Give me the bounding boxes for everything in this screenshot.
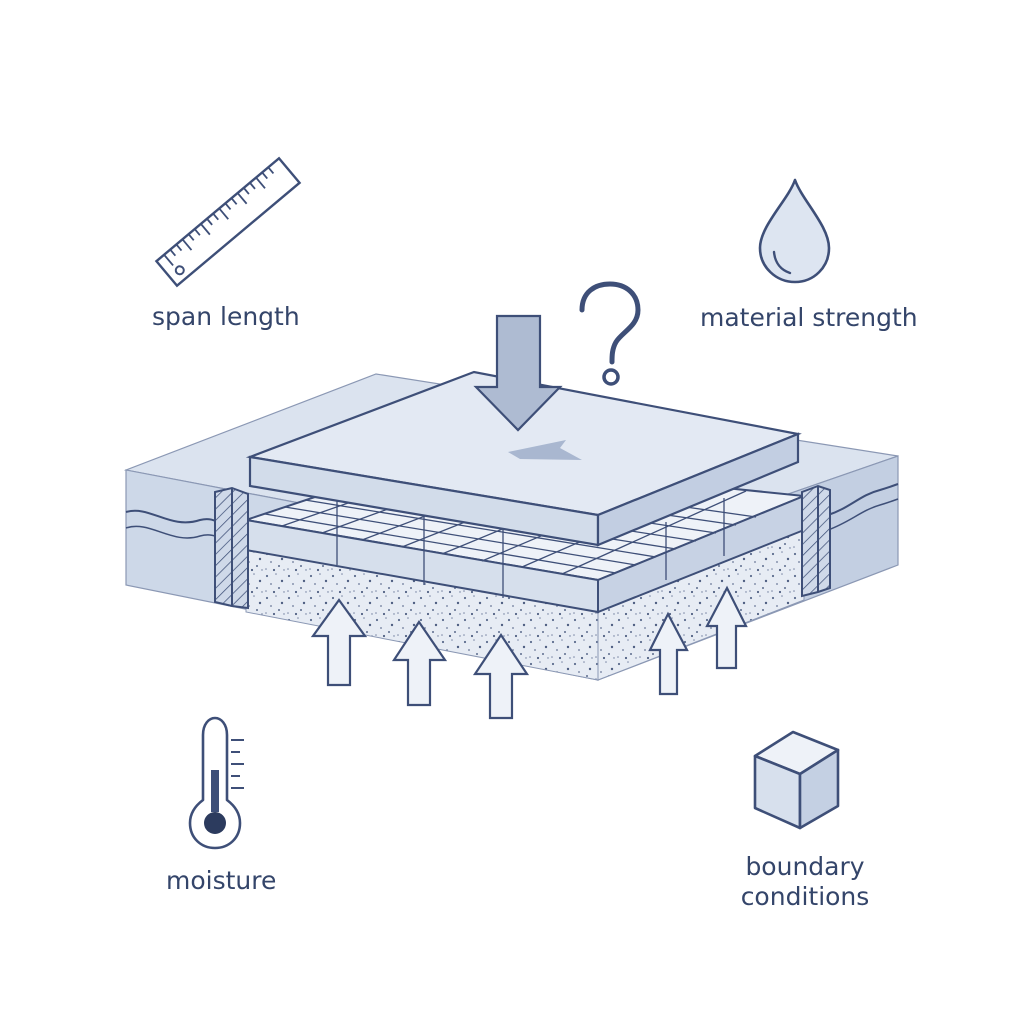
cube-icon (753, 730, 840, 830)
uplift-arrow-5 (705, 585, 748, 670)
edge-post-right (801, 484, 831, 598)
edge-post-left (214, 486, 249, 610)
load-arrow-down (473, 314, 563, 432)
span-length-label: span length (152, 302, 300, 331)
slab-right-face (596, 432, 800, 547)
uplift-arrow-3 (472, 633, 530, 720)
uplift-arrow-1 (310, 598, 368, 687)
soil-layer-right (827, 483, 899, 516)
boundary-label-line-2: conditions (740, 882, 870, 911)
concrete-slab (245, 370, 802, 547)
load-shadow-mark (508, 440, 582, 460)
uplift-arrow-4 (648, 611, 689, 696)
uplift-arrows (310, 585, 748, 720)
question-mark-icon (579, 281, 641, 386)
boundary-conditions-label: boundary conditions (730, 852, 880, 912)
uplift-arrow-2 (391, 620, 448, 707)
material-strength-label: material strength (700, 303, 918, 332)
water-drop-icon (758, 178, 831, 284)
moisture-label: moisture (166, 866, 277, 895)
boundary-label-line-1: boundary (745, 852, 865, 881)
thermometer-icon (188, 716, 244, 850)
ruler-icon (154, 156, 302, 288)
